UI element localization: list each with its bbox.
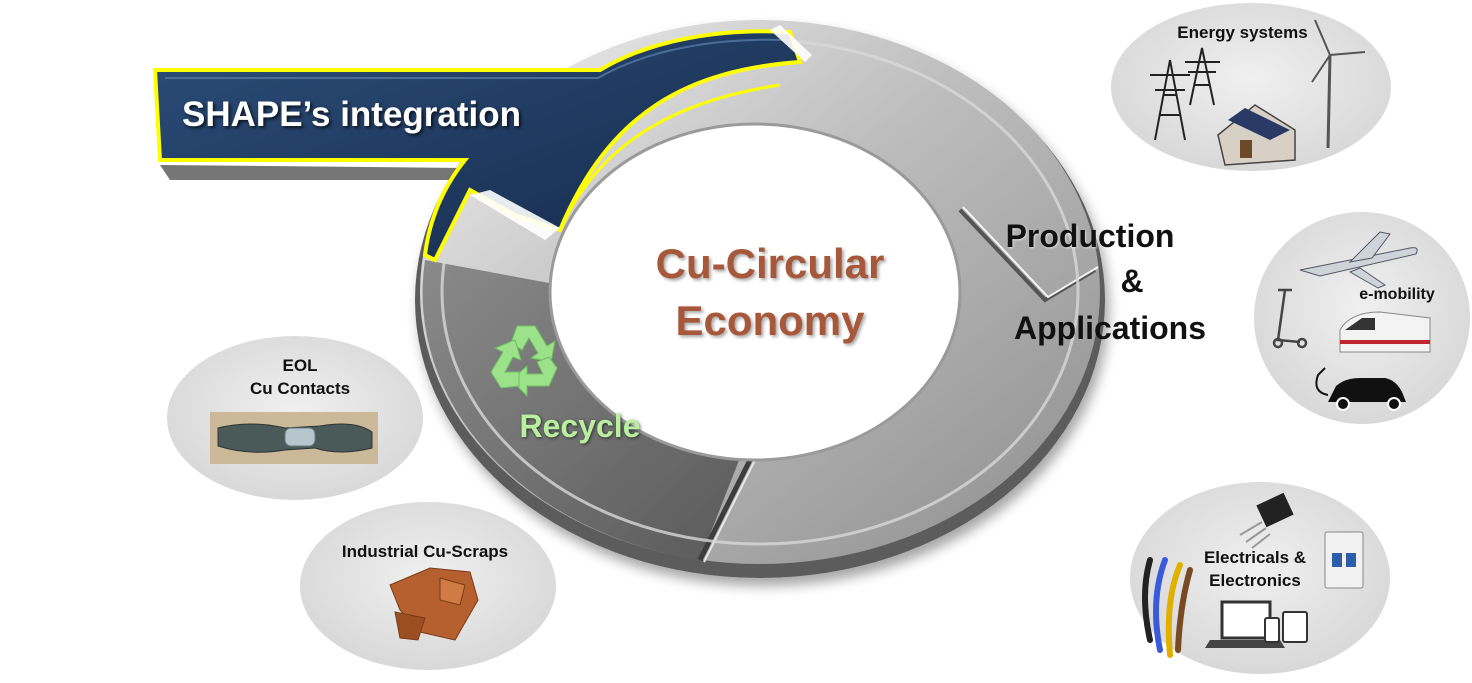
copper-contact-photo [210,412,378,464]
emobility-bubble-label: e-mobility [1359,286,1435,303]
recycle-segment [422,260,745,560]
copper-scrap-icon [389,567,479,641]
house-solar-icon [1217,104,1296,166]
scooter-icon [1272,288,1308,349]
airplane-icon [1299,231,1418,289]
laptop-icon [1205,600,1308,648]
energy-bubble [1111,3,1391,171]
scraps-bubble-label: Industrial Cu-Scraps [341,542,509,561]
recycle-icon [490,325,558,398]
production-label-line3: Applications [1013,310,1206,346]
production-label-line2: & [1120,263,1144,299]
electronics-label-line1: Electricals & [1203,548,1307,567]
center-title-line2: Economy [675,297,865,344]
electronics-label-line2: Electronics [1209,571,1301,590]
cables-icon [1142,557,1193,658]
recycle-label: Recycle [519,408,641,444]
transistor-icon [1239,492,1294,549]
integration-banner [152,25,812,263]
eol-label-line2: Cu Contacts [249,379,351,398]
circuit-breaker-icon [1324,531,1364,589]
electric-car-icon [1315,367,1406,411]
wind-turbine-icon [1311,19,1366,149]
electronics-bubble [1130,482,1390,674]
train-icon [1339,311,1431,353]
center-hole [548,122,962,462]
integration-banner-label: SHAPE’s integration [182,95,522,134]
production-label-line1: Production [1005,218,1175,254]
energy-bubble-label: Energy systems [1177,23,1308,42]
eol-label-line1: EOL [282,356,318,375]
power-pylon-icon [1150,47,1220,141]
center-title-line1: Cu-Circular [655,240,885,287]
